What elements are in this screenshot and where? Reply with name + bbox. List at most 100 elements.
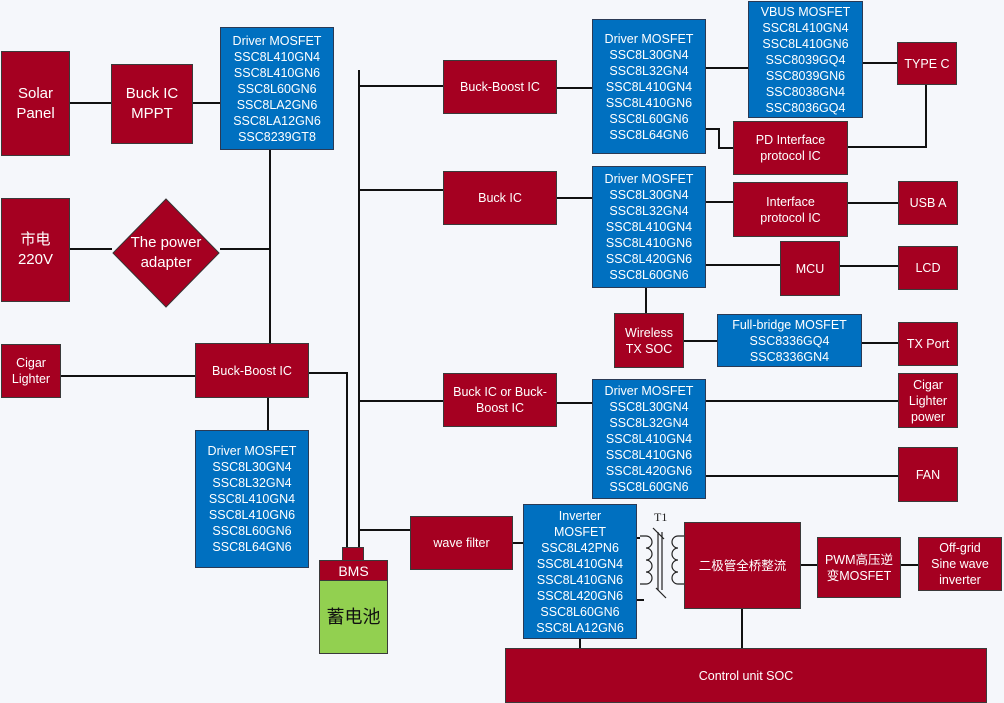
branch1-ic-label: Buck-Boost IC (460, 80, 540, 94)
mosfet-line: SSC8L420GN6 (536, 588, 624, 603)
mains-label-2: 220V (17, 251, 54, 268)
cigar-label-1: Cigar (16, 356, 46, 370)
inverter-mosfet-block: Inverter MOSFET SSC8L42PN6 SSC8L410GN4 S… (523, 504, 637, 639)
branch3-ic-label-1: Buck IC or Buck- (453, 385, 547, 399)
branch1-buck-boost-ic-block: Buck-Boost IC (443, 60, 557, 114)
mosfet-line: Inverter (558, 508, 602, 523)
mosfet-line: SSC8L32GN4 (212, 476, 292, 490)
battery-terminal (342, 547, 364, 561)
mosfet-line: SSC8L30GN4 (609, 188, 689, 202)
bms-label: BMS (338, 562, 369, 579)
control-unit-label: Control unit SOC (698, 668, 794, 683)
mosfet-line: SSC8L410GN4 (208, 492, 296, 506)
wireless-tx-soc-block: Wireless TX SOC (614, 313, 684, 368)
usb-a-label: USB A (909, 196, 947, 210)
interface-label-2: protocol IC (760, 210, 821, 225)
pwm-hv-inverter-mosfet-block: PWM高压逆 变MOSFET (817, 537, 901, 598)
mosfet-line: SSC8L410GN6 (605, 95, 693, 110)
branch2-ic-label: Buck IC (478, 191, 522, 205)
wireless-label-2: TX SOC (625, 341, 673, 356)
mosfet-line: SSC8L64GN6 (212, 540, 292, 554)
wave-filter-label: wave filter (433, 536, 490, 550)
mosfet-line: SSC8336GN4 (749, 349, 830, 364)
usb-a-block: USB A (898, 181, 958, 225)
mosfet-line: SSC8036GQ4 (765, 100, 846, 115)
cigar-lighter-power-block: Cigar Lighter power (898, 373, 958, 428)
line-buckboost-bms (308, 372, 348, 548)
adapter-label-2: adapter (140, 254, 192, 271)
left-buck-boost-ic-block: Buck-Boost IC (195, 343, 309, 398)
lcd-label: LCD (915, 261, 941, 275)
mppt-label-1: Buck IC (125, 85, 179, 102)
buck-ic-mppt-block: Buck IC MPPT (111, 64, 193, 144)
mosfet-line: SSC8LA12GN6 (233, 113, 321, 128)
mosfet-line: SSC8039GQ4 (765, 52, 846, 67)
mosfet-line: SSC8L30GN4 (212, 460, 292, 474)
mains-220v-block: 市电 220V (1, 198, 70, 302)
line-bus-buckboost (358, 85, 444, 190)
cigar-power-label-2: Lighter (908, 393, 948, 408)
mosfet-line: SSC8L32GN4 (609, 416, 689, 430)
diode-full-bridge-rectifier-block: 二极管全桥整流 (684, 522, 801, 609)
mosfet-line: Driver MOSFET (232, 33, 322, 48)
pwm-label-1: PWM高压逆 (824, 552, 894, 567)
adapter-label-1: The power (130, 234, 202, 251)
mosfet-line: SSC8L410GN6 (536, 572, 624, 587)
left-driver-mosfet-block: Driver MOSFET SSC8L30GN4 SSC8L32GN4 SSC8… (195, 430, 309, 568)
type-c-block: TYPE C (897, 42, 957, 85)
mosfet-line: SSC8L30GN4 (609, 47, 689, 62)
mosfet-line: SSC8039GN6 (765, 68, 846, 83)
solar-driver-mosfet-block: Driver MOSFET SSC8L410GN4 SSC8L410GN6 SS… (220, 27, 334, 150)
mosfet-line: Driver MOSFET (207, 444, 297, 458)
mosfet-line: SSC8L60GN6 (540, 604, 620, 619)
branch3-buck-ic-block: Buck IC or Buck- Boost IC (443, 373, 557, 427)
control-unit-soc-block: Control unit SOC (505, 648, 987, 703)
battery-block: 蓄电池 (319, 580, 388, 654)
mosfet-line: Full-bridge MOSFET (732, 317, 847, 332)
bms-block: BMS (319, 560, 388, 581)
mosfet-line: Driver MOSFET (604, 172, 694, 186)
mosfet-line: MOSFET (553, 524, 607, 539)
mosfet-line: SSC8L30GN4 (609, 400, 689, 414)
full-bridge-mosfet-block: Full-bridge MOSFET SSC8336GQ4 SSC8336GN4 (717, 314, 862, 367)
mosfet-line: SSC8L410GN6 (762, 36, 849, 51)
mosfet-line: SSC8L410GN4 (605, 432, 693, 446)
solar-panel-block: Solar Panel (1, 51, 70, 156)
rectifier-label: 二极管全桥整流 (698, 558, 787, 573)
mosfet-line: SSC8L410GN4 (762, 20, 849, 35)
pd-label-1: PD Interface (755, 133, 826, 147)
branch1-driver-mosfet-block: Driver MOSFET SSC8L30GN4 SSC8L32GN4 SSC8… (592, 19, 706, 154)
cigar-lighter-input-block: Cigar Lighter (1, 344, 61, 398)
cigar-label-2: Lighter (11, 372, 51, 386)
vbus-mosfet-block: VBUS MOSFET SSC8L410GN4 SSC8L410GN6 SSC8… (748, 1, 863, 118)
tx-port-block: TX Port (898, 322, 958, 366)
branch3-driver-mosfet-block: Driver MOSFET SSC8L30GN4 SSC8L32GN4 SSC8… (592, 379, 706, 499)
mosfet-line: VBUS MOSFET (760, 4, 851, 19)
fan-block: FAN (898, 447, 958, 502)
mosfet-line: SSC8L420GN6 (605, 252, 693, 266)
mosfet-line: SSC8L410GN6 (605, 448, 693, 462)
mosfet-line: SSC8L410GN4 (536, 556, 624, 571)
pd-label-2: protocol IC (760, 149, 821, 163)
mosfet-line: SSC8LA2GN6 (236, 97, 318, 112)
wireless-label-1: Wireless (625, 325, 673, 340)
lcd-block: LCD (898, 246, 958, 290)
offgrid-label-3: inverter (939, 573, 981, 587)
mosfet-line: SSC8L60GN6 (609, 268, 689, 282)
transformer-t1: T1 (640, 510, 684, 600)
mosfet-line: SSC8336GQ4 (749, 333, 830, 348)
wave-filter-block: wave filter (410, 516, 513, 570)
line-b1-mosfet-pd (705, 128, 734, 149)
mosfet-line: Driver MOSFET (604, 31, 694, 46)
mcu-label: MCU (795, 261, 825, 276)
mcu-block: MCU (780, 241, 840, 296)
mppt-label-2: MPPT (131, 105, 173, 122)
type-c-label: TYPE C (904, 56, 950, 71)
battery-label: 蓄电池 (326, 607, 381, 627)
cigar-power-label-1: Cigar (913, 377, 943, 392)
offgrid-label-2: Sine wave (931, 557, 989, 571)
mosfet-line: SSC8L420GN6 (605, 464, 693, 478)
mosfet-line: SSC8239GT8 (238, 129, 316, 144)
